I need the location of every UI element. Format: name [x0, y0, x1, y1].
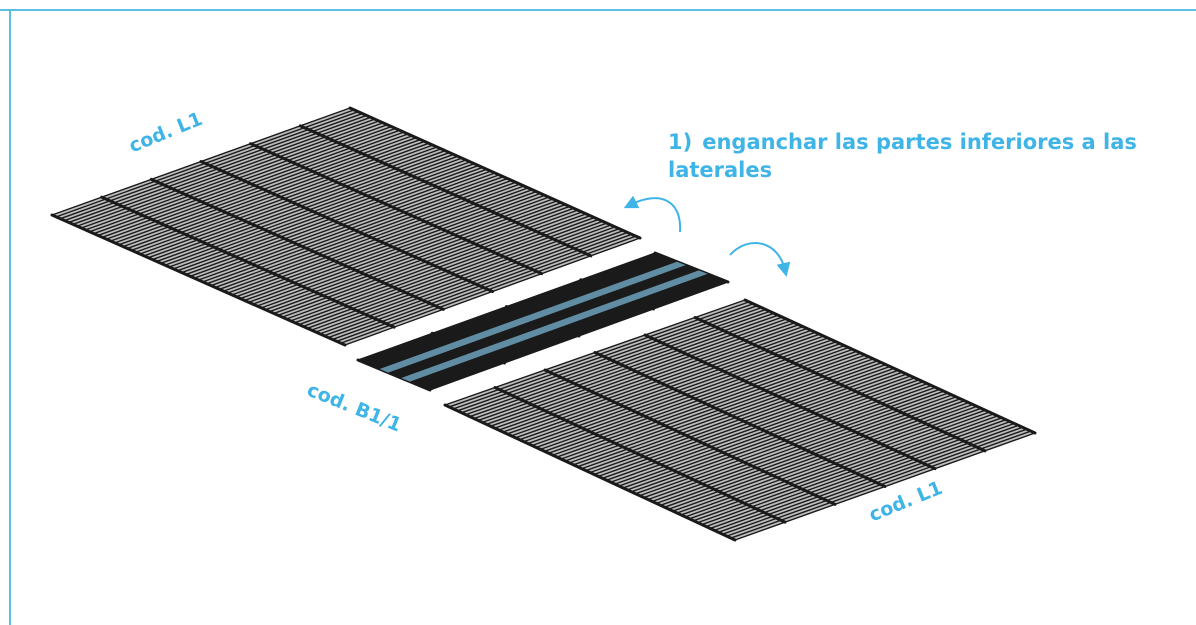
cross-wire	[593, 351, 887, 488]
cross-wire	[579, 278, 655, 311]
cross-wire	[50, 213, 347, 347]
cross-wire	[348, 106, 642, 240]
instruction-body: enganchar las partes inferiores a las la…	[668, 130, 1137, 182]
cross-wire	[653, 251, 730, 284]
cross-wire	[743, 298, 1037, 435]
highlight-strip	[401, 270, 708, 382]
cross-wire	[493, 386, 787, 524]
cross-wire	[298, 124, 593, 258]
cross-wire	[356, 358, 432, 392]
side-panel-right	[443, 298, 1037, 542]
rotate-arrow-right-icon	[729, 242, 791, 277]
cross-wire	[430, 331, 506, 365]
highlight-strip	[379, 261, 686, 373]
cross-wire	[149, 177, 445, 311]
cross-wire	[100, 195, 396, 329]
cross-wire	[443, 403, 737, 542]
side-panel-left	[50, 106, 642, 347]
cross-wire	[249, 142, 544, 276]
instruction-number: 1)	[668, 130, 693, 154]
cross-wire	[543, 368, 837, 506]
cross-wire	[199, 160, 494, 293]
cross-wire	[643, 333, 937, 471]
bottom-panel-center	[356, 251, 730, 392]
rotate-arrow-left-icon	[623, 195, 682, 233]
cross-wire	[693, 316, 987, 453]
cross-wire	[505, 305, 581, 338]
instruction-text: 1)enganchar las partes inferiores a las …	[668, 128, 1193, 184]
